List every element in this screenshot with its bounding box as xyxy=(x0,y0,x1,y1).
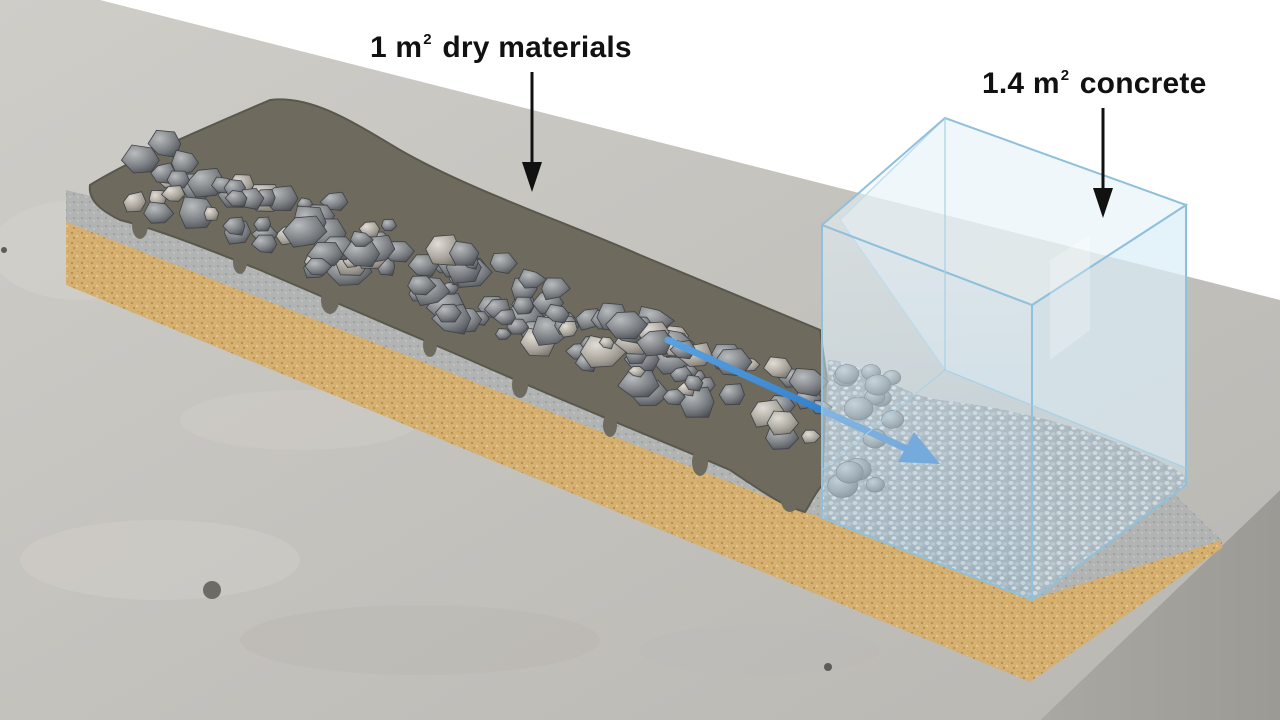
aggregate-stone xyxy=(143,201,175,224)
aggregate-stone xyxy=(766,410,800,436)
label-dry-superscript: 2 xyxy=(423,31,432,48)
aggregate-stone xyxy=(518,268,548,289)
aggregate-stone xyxy=(493,309,516,325)
aggregate-stone xyxy=(489,252,518,275)
glass-box-top-face xyxy=(820,116,1189,307)
aggregate-stone xyxy=(222,216,246,236)
aggregate-stone xyxy=(449,240,480,266)
aggregate-stone xyxy=(544,303,570,324)
aggregate-stone xyxy=(512,296,535,315)
sand-layer xyxy=(66,222,1222,682)
aggregate-stone xyxy=(684,374,704,392)
aggregate-stone xyxy=(636,329,672,357)
slab-pore xyxy=(824,663,832,671)
aggregate-stone xyxy=(381,218,398,232)
aggregate-stone xyxy=(224,189,248,207)
aggregate-stone xyxy=(598,336,615,350)
label-concrete-number: 1.4 m xyxy=(982,67,1060,100)
aggregate-stone xyxy=(617,369,660,398)
label-concrete-superscript: 2 xyxy=(1060,67,1070,84)
aggregate-stone xyxy=(160,185,186,202)
paste-drips xyxy=(132,211,799,512)
label-dry-number: 1 m xyxy=(370,31,423,64)
glass-box-edge xyxy=(944,369,1187,469)
aggregate-stone xyxy=(203,206,220,221)
aggregate-stone xyxy=(718,383,745,406)
aggregate-stone xyxy=(801,429,822,444)
aggregate-stone xyxy=(762,356,793,379)
aggregate-stone xyxy=(605,311,648,340)
aggregate-stone xyxy=(435,303,462,323)
aggregate-stone xyxy=(282,215,328,248)
label-concrete-text: concrete xyxy=(1071,67,1207,100)
aggregate-stone xyxy=(541,277,571,301)
aggregate-stone xyxy=(251,234,278,254)
label-concrete: 1.4 m2 concrete xyxy=(982,68,1206,99)
label-arrow-concrete xyxy=(1093,108,1113,218)
slab-pore xyxy=(1,247,7,253)
aggregate-stone xyxy=(495,328,512,340)
aggregate-stone xyxy=(425,234,461,266)
aggregate-stone xyxy=(788,367,829,397)
aggregate-stone xyxy=(627,365,646,378)
aggregate-stone xyxy=(558,320,578,338)
label-dry-materials: 1 m2 dry materials xyxy=(370,32,632,63)
aggregate-stone xyxy=(171,149,199,176)
aggregate-stone xyxy=(304,257,333,276)
aggregate-stone xyxy=(166,170,190,189)
aggregate-stone xyxy=(122,191,147,213)
aggregate-stone xyxy=(350,230,374,247)
label-dry-text: dry materials xyxy=(433,31,632,64)
label-arrow-dry-materials xyxy=(522,72,542,192)
glass-box-edge xyxy=(821,369,946,471)
aggregate-stone xyxy=(120,144,160,174)
glass-highlight xyxy=(1050,235,1090,360)
aggregate-stone xyxy=(253,216,272,232)
aggregate-stone xyxy=(407,275,437,296)
slab-pore xyxy=(203,581,221,599)
